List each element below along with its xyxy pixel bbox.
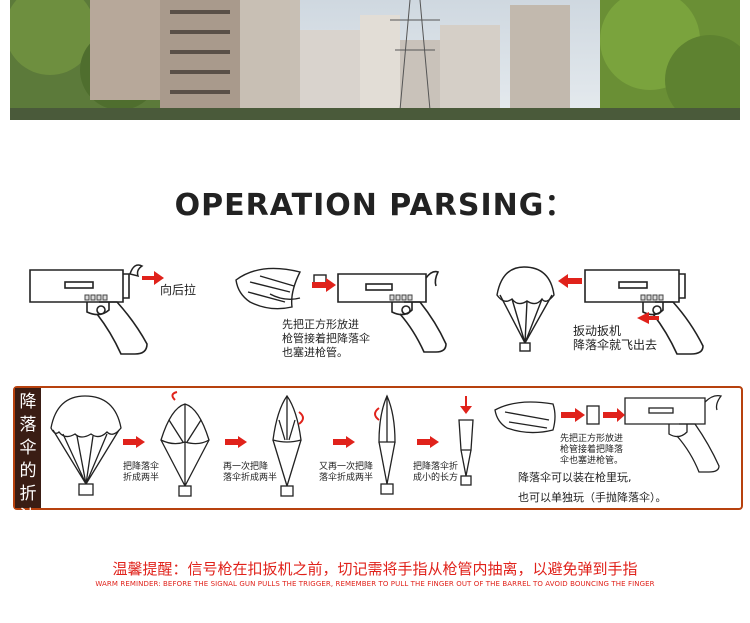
step2-arrow-icon xyxy=(312,278,336,292)
step2-caption: 先把正方形放进 枪管接着把降落伞 也塞进枪管。 xyxy=(282,318,370,360)
caption-line: 折成两半 xyxy=(123,473,160,483)
fold-step1-caption: 把降落伞 折成两半 xyxy=(123,462,159,484)
step3-caption-line-1: 扳动扳机 xyxy=(573,324,622,338)
side-label-char: 降 xyxy=(19,392,37,412)
page-title: OPERATION PARSING： xyxy=(174,188,576,223)
step2-caption-line-1: 先把正方形放进 xyxy=(282,318,359,331)
step3-gun-illustration xyxy=(584,269,704,355)
step2-caption-line-2: 枪管接着把降落伞 xyxy=(282,332,370,345)
fold-step5-parachute-icon xyxy=(458,396,474,486)
side-label-char: 的 xyxy=(19,461,37,481)
hammer-pull-icon xyxy=(129,264,164,285)
caption-line: 把降落伞折 xyxy=(413,462,459,472)
step3-caption: 扳动扳机 降落伞就飞出去 xyxy=(573,324,657,352)
caption-line: 又再一次把降 xyxy=(319,462,374,472)
caption-line: 落伞折成两半 xyxy=(223,473,278,483)
caption-line: 先把正方形放进 xyxy=(560,434,624,444)
step1-caption: 向后拉 xyxy=(160,283,197,297)
note-line: 降落伞可以装在枪里玩, xyxy=(518,471,632,484)
step3-arrow-icon xyxy=(558,274,582,288)
step2-parachute-icon xyxy=(235,267,327,310)
caption-line: 再一次把降 xyxy=(223,462,269,472)
note-line: 也可以单独玩（手抛降落伞）。 xyxy=(518,491,667,504)
fold-arrow-icon xyxy=(333,436,355,448)
fold-step2-caption: 再一次把降 落伞折成两半 xyxy=(223,462,277,484)
step1-gun-illustration xyxy=(29,269,148,355)
side-label-char: 折 xyxy=(19,484,37,504)
step2-gun-illustration xyxy=(337,270,447,353)
fold-arrow-icon xyxy=(225,436,247,448)
caption-line: 落伞折成两半 xyxy=(319,473,374,483)
header-photo xyxy=(10,0,740,120)
fold-step3-parachute-icon xyxy=(272,394,304,497)
city-photo xyxy=(10,0,740,120)
side-label-char: 法 xyxy=(19,507,37,527)
step2-caption-line-3: 也塞进枪管。 xyxy=(282,346,348,359)
fold-step1-parachute-icon xyxy=(50,395,122,496)
fold-step4-caption: 把降落伞折 成小的长方 xyxy=(413,462,458,484)
fold-step4-parachute-icon xyxy=(374,394,396,495)
step3-caption-line-2: 降落伞就飞出去 xyxy=(573,338,658,352)
folding-side-label: 降 落 伞 的 折 法 xyxy=(15,388,41,527)
fold-step2-parachute-icon xyxy=(160,391,210,497)
fold-note: 降落伞可以装在枪里玩, 也可以单独玩（手抛降落伞）。 xyxy=(518,468,667,508)
fold-step3-caption: 又再一次把降 落伞折成两半 xyxy=(319,462,373,484)
warning-text-cn: 温馨提醒：信号枪在扣扳机之前，切记需将手指从枪管内抽离，以避免弹到手指 xyxy=(112,560,638,578)
fold-arrow-icon xyxy=(417,436,439,448)
caption-line: 伞也塞进枪管。 xyxy=(560,456,624,466)
caption-line: 枪管接着把降落 xyxy=(560,445,624,455)
warning-text-en: WARM REMINDER: BEFORE THE SIGNAL GUN PUL… xyxy=(95,580,655,588)
fold-load-gun-illustration xyxy=(494,394,723,473)
side-label-char: 伞 xyxy=(19,438,37,458)
caption-line: 把降落伞 xyxy=(123,462,160,472)
step3-parachute-icon xyxy=(496,266,555,352)
side-label-char: 落 xyxy=(19,415,37,435)
fold-arrow-icon xyxy=(123,436,145,448)
folding-instructions-panel: 降 落 伞 的 折 法 xyxy=(13,386,743,527)
fold-step5-caption: 先把正方形放进 枪管接着把降落 伞也塞进枪管。 xyxy=(560,434,623,467)
caption-line: 成小的长方 xyxy=(413,473,459,483)
